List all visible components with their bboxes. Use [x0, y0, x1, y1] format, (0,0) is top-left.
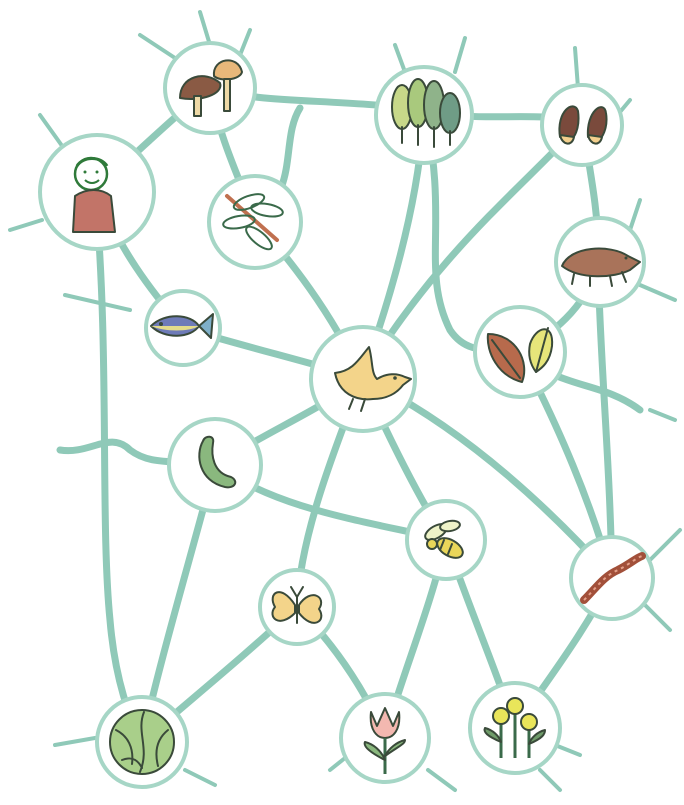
- node-cabbage: [97, 697, 187, 787]
- node-leaves: [475, 307, 565, 397]
- node-butterfly: [260, 570, 334, 644]
- node-fish: [146, 291, 220, 365]
- node-tulip: [341, 694, 429, 782]
- cabbage-icon: [110, 710, 174, 774]
- node-caterpillar: [169, 419, 261, 511]
- node-boar: [556, 218, 644, 306]
- node-trees: [376, 67, 472, 163]
- node-acorns: [542, 85, 622, 165]
- node-person: [40, 135, 154, 249]
- node-wildflowers: [470, 683, 560, 773]
- node-earthworm: [571, 537, 653, 619]
- node-bird: [311, 327, 415, 431]
- link-person-cabbage: [95, 190, 142, 742]
- node-mushroom: [165, 43, 255, 133]
- node-bee: [407, 501, 485, 579]
- node-dragonfly: [209, 176, 301, 268]
